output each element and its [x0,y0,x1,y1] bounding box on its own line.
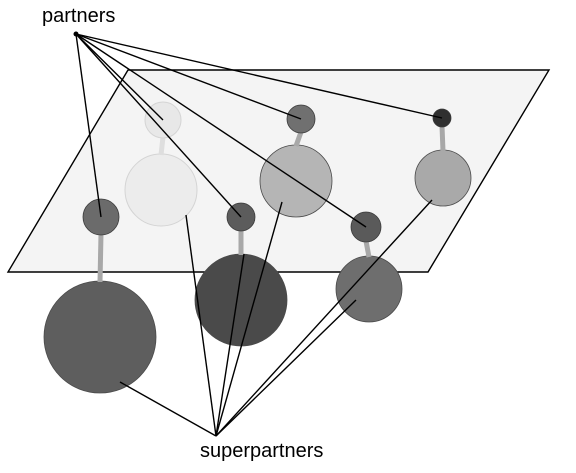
superpartner-circle [414,149,472,207]
superpartner-circle [194,253,288,347]
superpartner-line [215,299,357,437]
superpartners-label: superpartners [200,440,324,462]
superpartner-line [119,381,217,437]
superpartner-lines [119,199,433,437]
partner-line [75,33,302,120]
partner-line [75,33,102,218]
superpartner-line [215,253,245,437]
partners-point [73,31,79,37]
node-pair-2 [124,101,198,227]
connector-stem [363,240,372,258]
superpartner-circle [335,255,403,323]
superpartner-circle [43,280,157,394]
connector-stem [293,131,304,147]
connector-stem [97,233,104,283]
node-pair-6 [414,108,472,207]
superpartner-line [215,199,433,437]
partner-line [75,33,443,119]
connector-stem [439,125,446,152]
superpartner-line [185,214,217,437]
partner-line [75,33,367,228]
partner-line [75,33,242,218]
partner-lines [73,31,443,228]
connector-stem [158,136,166,156]
superpartner-line [215,201,283,437]
partners-label: partners [42,5,116,27]
partner-line [75,33,164,121]
